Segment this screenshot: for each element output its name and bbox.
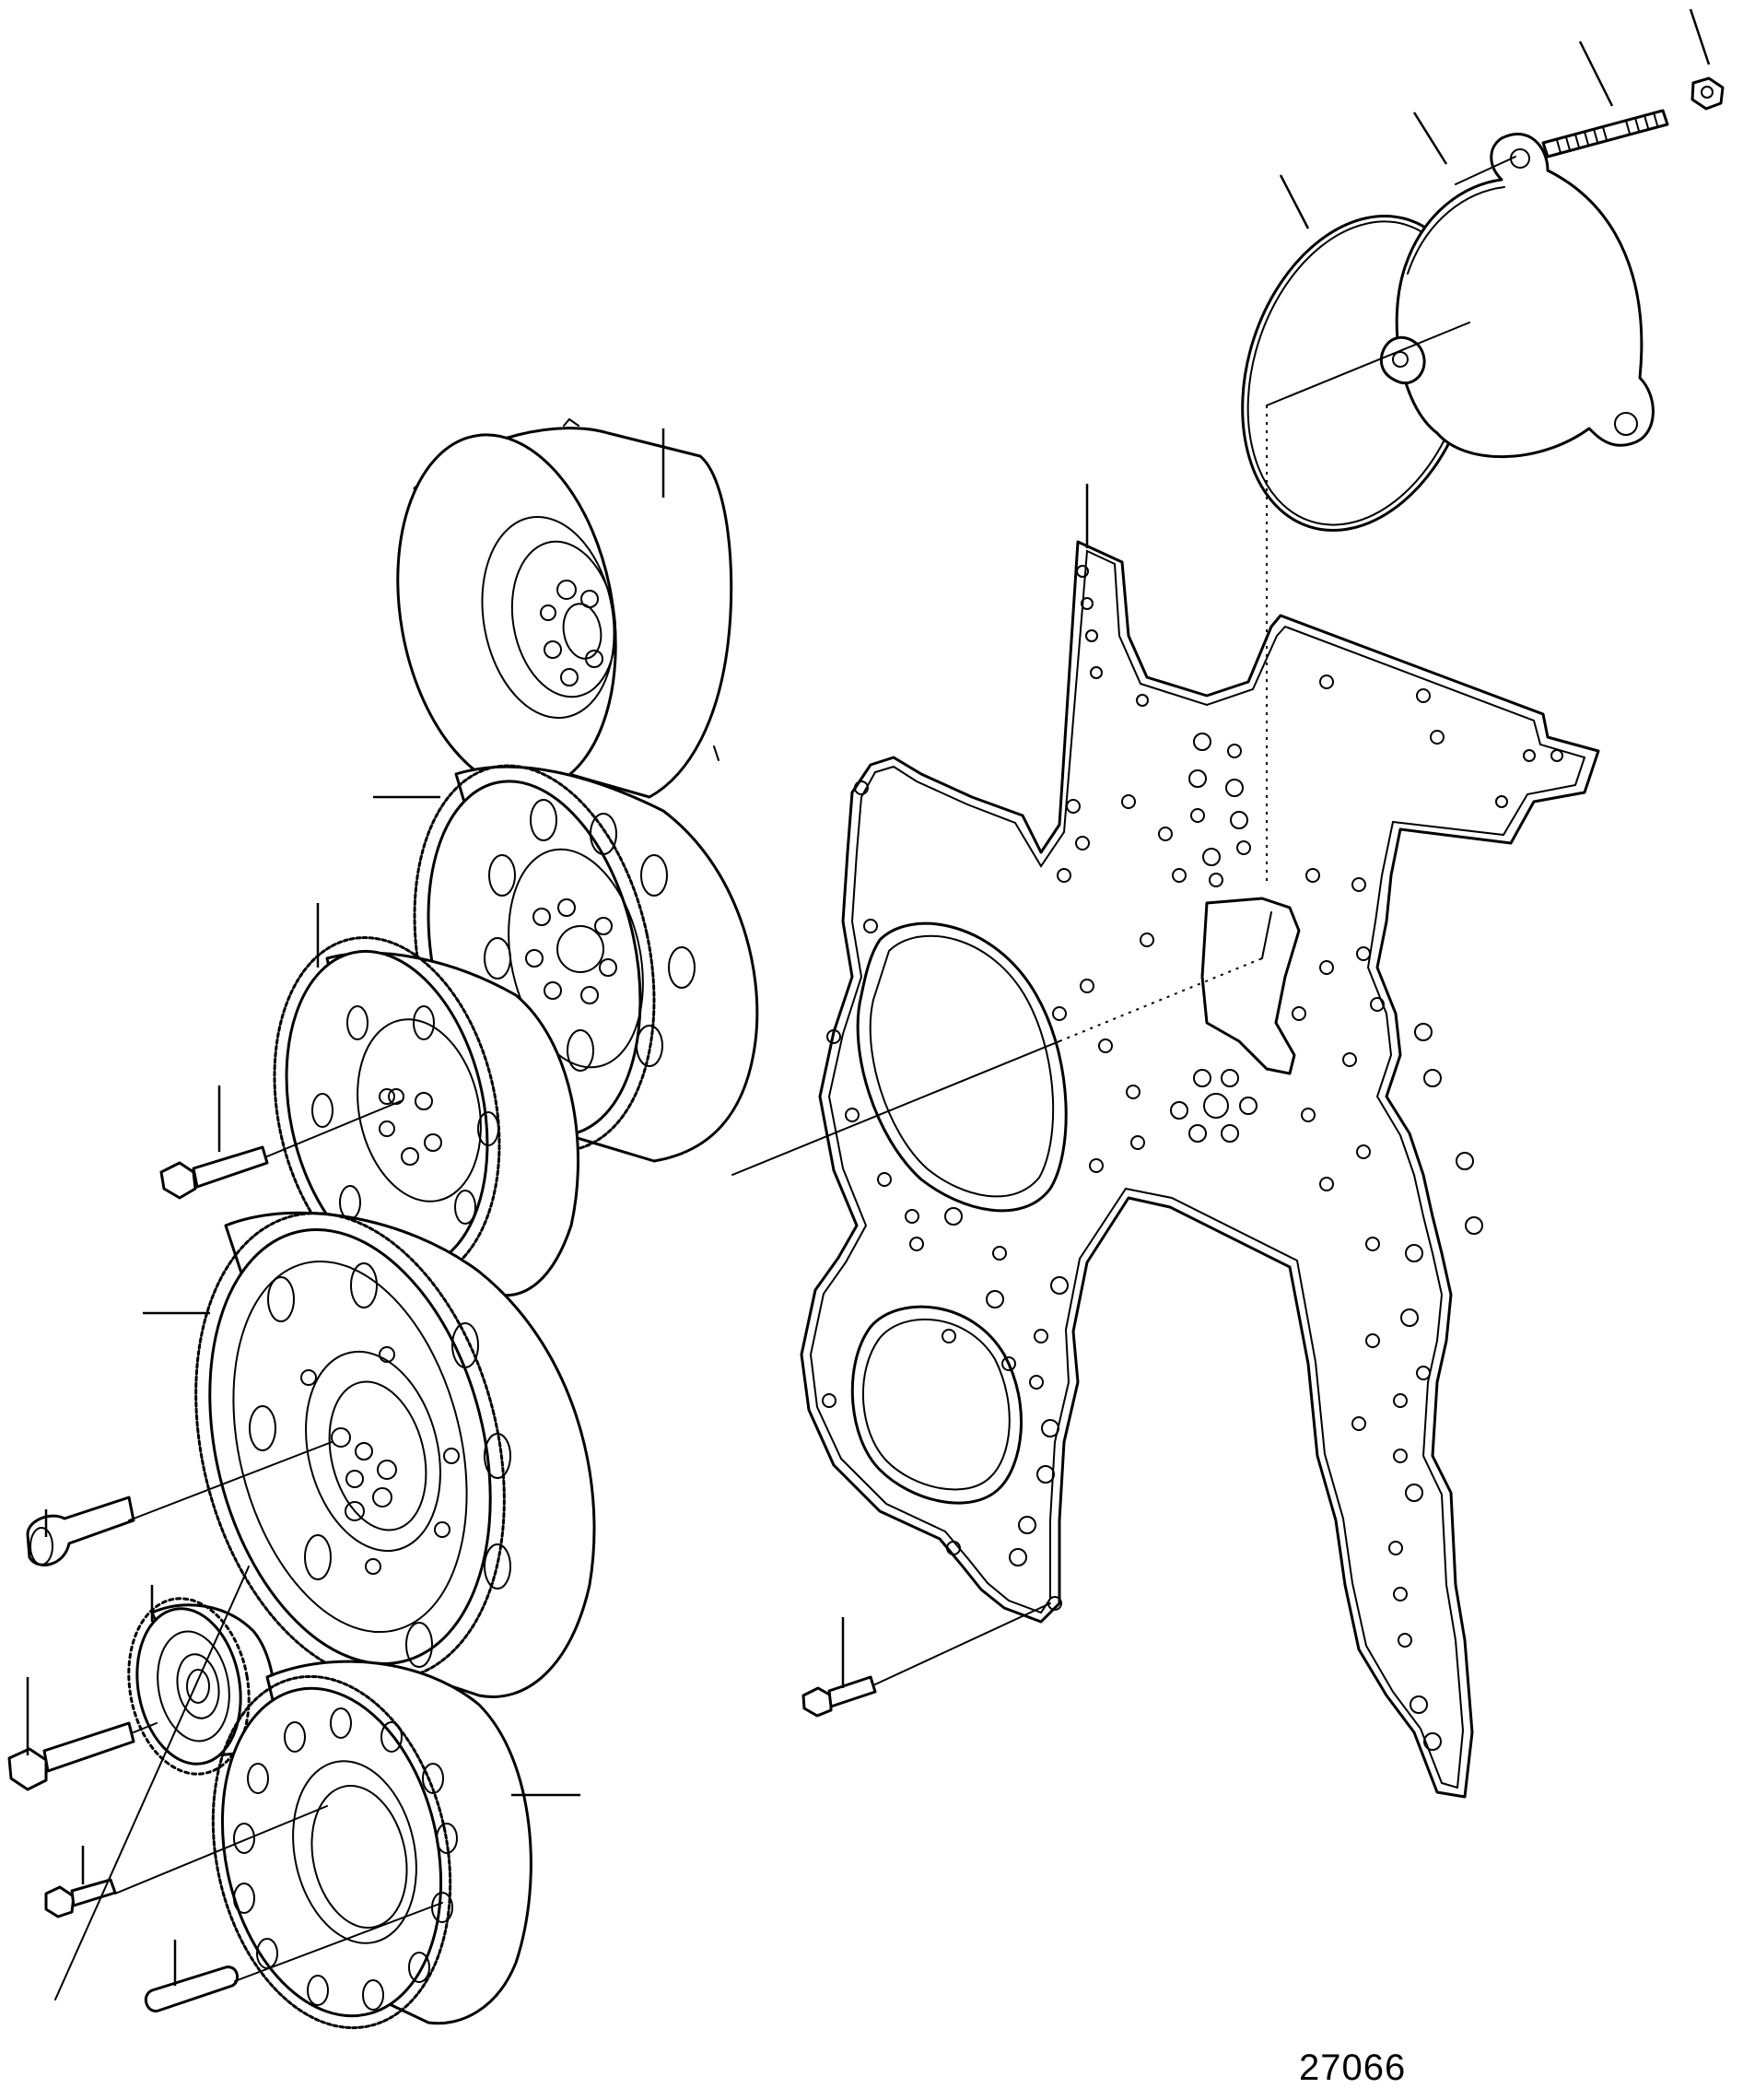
accessory-gear [127, 1585, 276, 1776]
idler-gear-small [273, 903, 579, 1297]
cover-plate [1379, 111, 1655, 459]
dowel-pin [144, 1940, 240, 2012]
idler-gear-large [143, 1211, 596, 1698]
bearing-gear [211, 1660, 580, 2030]
flywheel-damper [396, 417, 733, 799]
figure-number: 27066 [1299, 2047, 1407, 2088]
bolts [7, 1085, 877, 1918]
assembly-lines [54, 322, 1470, 2000]
gasket-bolt-holes [822, 565, 1563, 1751]
stud-bolt [1541, 41, 1669, 158]
front-plate-gasket [800, 484, 1600, 1799]
nut [1689, 8, 1725, 111]
